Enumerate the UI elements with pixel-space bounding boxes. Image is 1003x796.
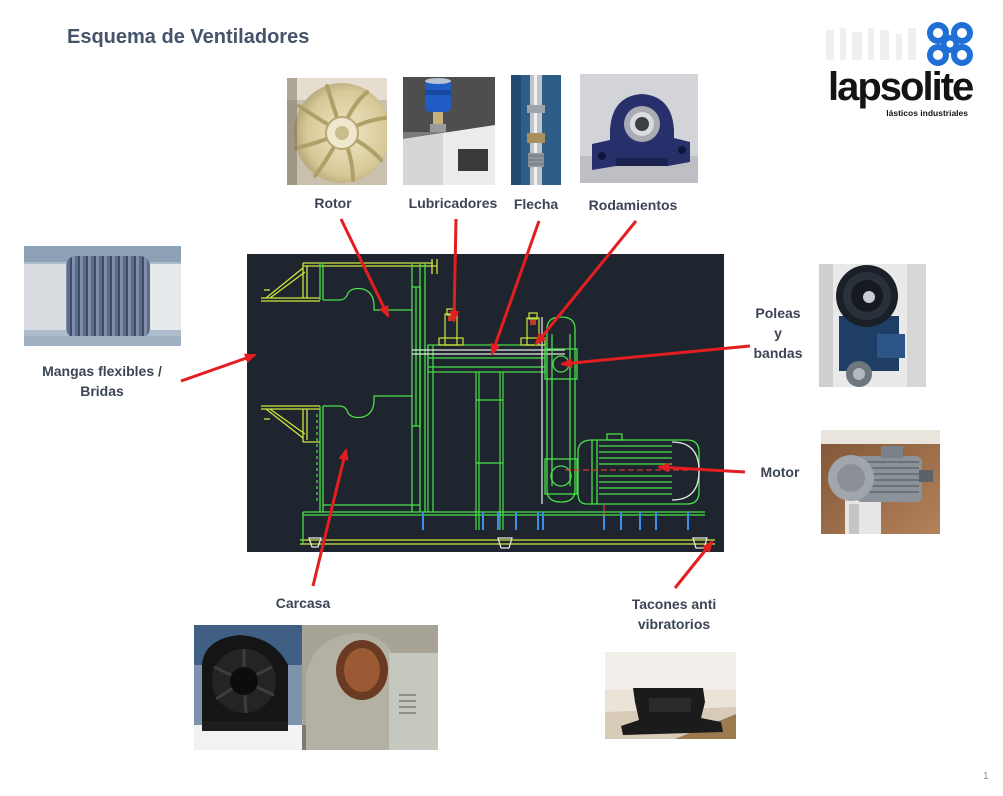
page-number: 1 — [983, 771, 989, 782]
label-rodamientos: Rodamientos — [588, 197, 678, 213]
motor-photo — [821, 430, 940, 534]
label-carcasa: Carcasa — [275, 595, 331, 611]
fan-cad-drawing — [247, 254, 724, 552]
motor-outline — [577, 433, 700, 505]
fan-housing-photo — [194, 625, 438, 750]
label-poleas-bandas: Poleas y bandas — [738, 303, 818, 363]
label-mangas-bridas: Mangas flexibles / Bridas — [22, 361, 182, 401]
slide-title: Esquema de Ventiladores — [67, 26, 310, 48]
logo-brand-text: lapsolite — [828, 65, 974, 109]
label-tacones-line-1: Tacones anti — [631, 596, 717, 612]
anchor-bolts — [422, 512, 689, 530]
pulley-belt-photo — [819, 264, 926, 387]
rotor-outline — [411, 286, 421, 427]
label-tacones: Tacones anti vibratorios — [614, 594, 734, 634]
label-mangas-line-1: Mangas flexibles / — [42, 363, 162, 379]
label-flecha: Flecha — [513, 196, 559, 212]
anti-vibration-mount-photo — [605, 652, 736, 739]
base-frame-outline — [300, 511, 715, 545]
label-motor: Motor — [760, 464, 800, 480]
logo-background-stripes — [826, 28, 916, 60]
label-rotor: Rotor — [314, 195, 352, 211]
logo-icon — [927, 22, 973, 66]
label-poleas-line-1: Poleas — [755, 305, 801, 321]
cad-background — [247, 254, 724, 552]
label-poleas-line-2: y — [774, 325, 782, 341]
label-lubricadores: Lubricadores — [408, 195, 498, 211]
bearing-photo — [580, 74, 698, 183]
shaft-photo — [511, 75, 561, 185]
lubricator-photo — [403, 77, 495, 185]
mangas-arrow — [180, 353, 257, 383]
bearing-pedestal-outline — [427, 344, 546, 530]
label-tacones-line-2: vibratorios — [637, 616, 711, 632]
flexible-sleeve-photo — [24, 246, 181, 346]
label-poleas-line-3: bandas — [753, 345, 803, 361]
label-mangas-line-2: Bridas — [80, 383, 124, 399]
logo-tagline: lásticos industriales — [886, 108, 968, 118]
rotor-photo — [287, 78, 387, 185]
